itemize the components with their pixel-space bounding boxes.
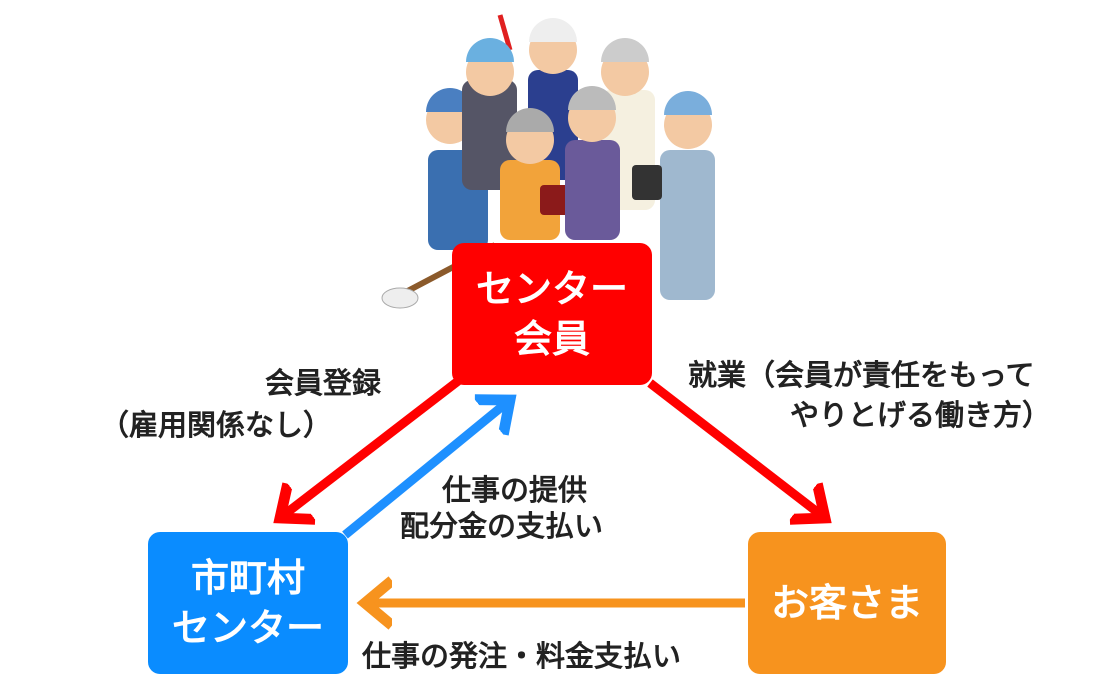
registration-arrow bbox=[280, 374, 465, 518]
provision-label-2: 配分金の支払い bbox=[400, 509, 604, 543]
center-node-line2: センター bbox=[171, 606, 324, 650]
customer-node-line1: お客さま bbox=[770, 581, 923, 625]
senior-workers-illustration bbox=[381, 14, 715, 309]
provision-label-1: 仕事の提供 bbox=[442, 473, 588, 507]
center-node: 市町村 センター bbox=[148, 532, 348, 674]
order-label: 仕事の発注・料金支払い bbox=[362, 639, 682, 673]
provision-arrow bbox=[342, 400, 510, 539]
member-node-line2: 会員 bbox=[513, 317, 590, 361]
member-node: センター 会員 bbox=[452, 243, 652, 385]
registration-label-2: （雇用関係なし） bbox=[100, 408, 333, 442]
employment-label-1: 就業（会員が責任をもって bbox=[688, 358, 1035, 392]
registration-label-1: 会員登録 bbox=[265, 366, 382, 400]
customer-node: お客さま bbox=[748, 532, 946, 674]
member-node-line1: センター bbox=[475, 267, 628, 311]
employment-arrow bbox=[647, 379, 825, 518]
employment-label-2: やりとげる働き方） bbox=[790, 398, 1052, 432]
center-node-line1: 市町村 bbox=[190, 556, 305, 600]
